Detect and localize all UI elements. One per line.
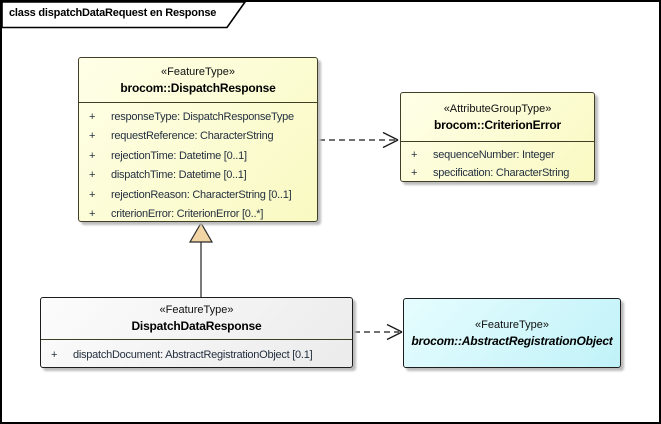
attribute-row: + requestReference: CharacterString [79,127,317,147]
class-name: brocom::CriterionError [434,117,561,132]
stereotype-label: «FeatureType» [475,318,549,331]
visibility-marker: + [411,149,418,161]
visibility-marker: + [89,208,96,221]
class-box-dispatch-data-response[interactable]: «FeatureType» DispatchDataResponse + dis… [40,297,353,368]
class-header: «FeatureType» brocom::AbstractRegistrati… [404,299,620,367]
attribute-text: dispatchDocument: AbstractRegistrationOb… [73,348,313,361]
diagram-title: class dispatchDataRequest en Response [9,7,217,19]
attribute-text: rejectionTime: Datetime [0..1] [111,149,247,162]
class-box-criterion-error[interactable]: «AttributeGroupType» brocom::CriterionEr… [400,92,595,182]
generalization-arrow-dispatchdataresponse-dispatchresponse[interactable] [188,221,214,297]
class-header: «FeatureType» DispatchDataResponse [41,298,352,340]
visibility-marker: + [89,110,96,123]
attribute-row: + rejectionTime: Datetime [0..1] [79,146,317,166]
visibility-marker: + [89,149,96,162]
class-name: brocom::DispatchResponse [120,80,276,95]
attribute-row: + responseType: DispatchResponseType [79,107,317,127]
attribute-row: + dispatchTime: Datetime [0..1] [79,166,317,186]
attribute-compartment: + sequenceNumber: Integer + specificatio… [401,142,594,182]
stereotype-label: «AttributeGroupType» [443,102,552,115]
class-name: brocom::AbstractRegistrationObject [411,333,613,348]
class-box-abstract-registration-object[interactable]: «FeatureType» brocom::AbstractRegistrati… [403,298,621,368]
class-header: «AttributeGroupType» brocom::CriterionEr… [401,93,594,142]
attribute-text: criterionError: CriterionError [0..*] [111,208,264,221]
attribute-row: + sequenceNumber: Integer [401,146,594,164]
class-name: DispatchDataResponse [131,319,262,333]
attribute-row: + criterionError: CriterionError [0..*] [79,205,317,225]
stereotype-label: «FeatureType» [161,65,235,78]
attribute-compartment: + responseType: DispatchResponseType + r… [79,103,317,224]
visibility-marker: + [89,130,96,143]
attribute-row: + dispatchDocument: AbstractRegistration… [41,345,352,364]
attribute-text: responseType: DispatchResponseType [111,110,294,123]
dependency-arrow-dispatchdataresponse-abstractregistrationobject[interactable] [354,323,403,341]
attribute-row: + rejectionReason: CharacterString [0..1… [79,185,317,205]
attribute-text: sequenceNumber: Integer [433,149,555,161]
diagram-frame-tab [1,1,247,29]
generalization-triangle-head [188,221,214,243]
class-header: «FeatureType» brocom::DispatchResponse [79,58,317,103]
dependency-arrow-dispatchresponse-criterionerror[interactable] [319,131,399,149]
attribute-text: dispatchTime: Datetime [0..1] [111,169,247,182]
attribute-row: + specification: CharacterString [401,164,594,182]
visibility-marker: + [411,167,418,179]
class-box-dispatch-response[interactable]: «FeatureType» brocom::DispatchResponse +… [78,57,318,222]
attribute-compartment: + dispatchDocument: AbstractRegistration… [41,340,352,364]
attribute-text: requestReference: CharacterString [111,130,274,143]
stereotype-label: «FeatureType» [159,304,234,316]
attribute-text: specification: CharacterString [433,167,570,179]
visibility-marker: + [51,348,58,361]
attribute-text: rejectionReason: CharacterString [0..1] [111,188,292,201]
visibility-marker: + [89,188,96,201]
visibility-marker: + [89,169,96,182]
